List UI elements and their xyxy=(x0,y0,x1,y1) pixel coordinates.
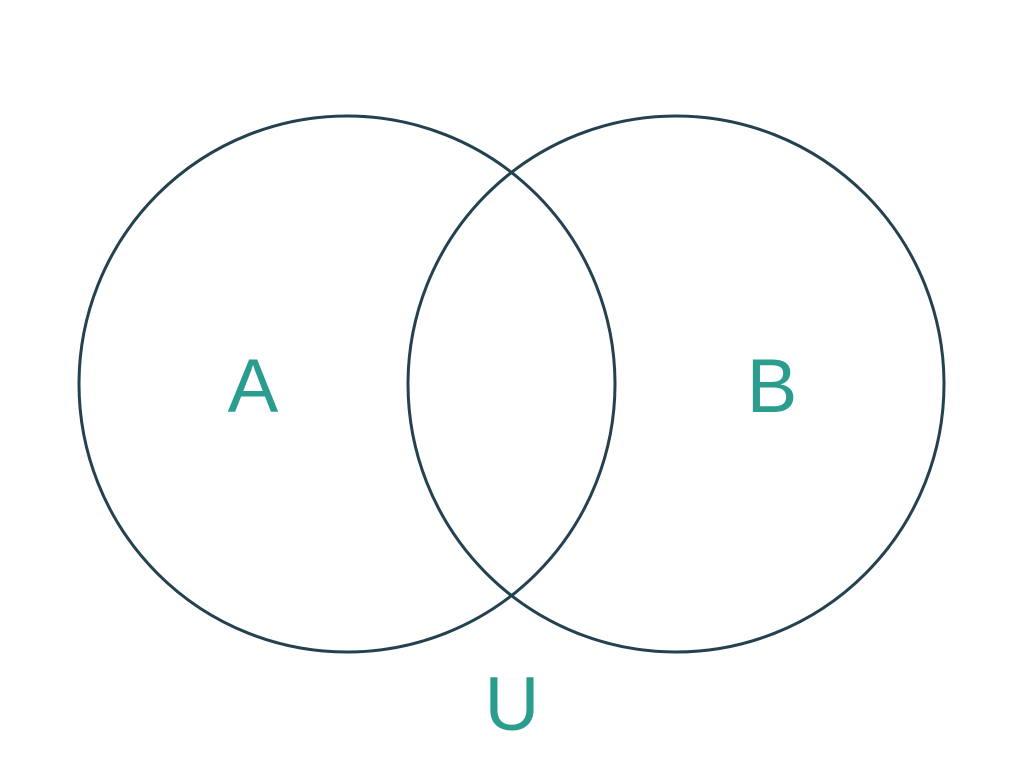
set-b-label: B xyxy=(747,344,798,429)
set-b-circle xyxy=(406,114,946,654)
set-a-circle xyxy=(77,114,617,654)
universe-label: U xyxy=(485,662,540,747)
set-a-label: A xyxy=(228,344,279,429)
